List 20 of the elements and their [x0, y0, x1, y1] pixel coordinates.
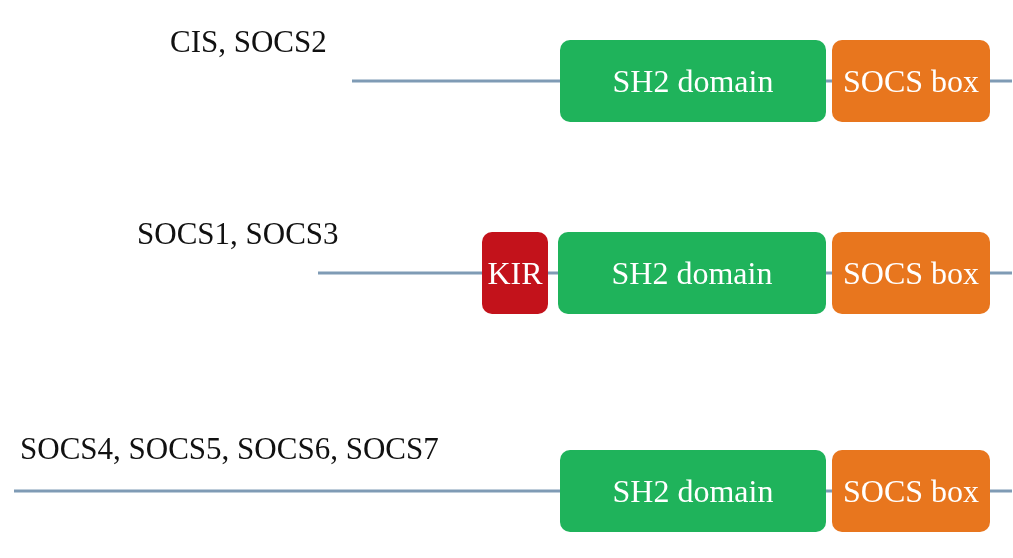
backbone-line [826, 271, 832, 275]
domain-box: SOCS box [832, 450, 990, 532]
backbone-line [548, 271, 558, 275]
domain-box: SOCS box [832, 40, 990, 122]
protein-name: SOCS1, SOCS3 [137, 218, 339, 249]
backbone-line [318, 271, 482, 275]
backbone-line [14, 489, 560, 493]
backbone-line [826, 79, 832, 83]
protein-name: SOCS4, SOCS5, SOCS6, SOCS7 [20, 433, 439, 464]
backbone-line [352, 79, 560, 83]
backbone-line [990, 79, 1012, 83]
protein-name: CIS, SOCS2 [170, 26, 327, 57]
domain-box: SOCS box [832, 232, 990, 314]
domain-box: KIR [482, 232, 548, 314]
backbone-line [990, 489, 1012, 493]
domain-box: SH2 domain [560, 450, 826, 532]
domain-box: SH2 domain [560, 40, 826, 122]
backbone-line [826, 489, 832, 493]
backbone-line [990, 271, 1012, 275]
domain-box: SH2 domain [558, 232, 826, 314]
